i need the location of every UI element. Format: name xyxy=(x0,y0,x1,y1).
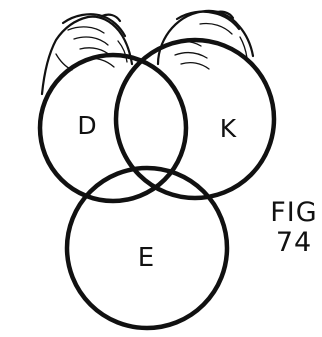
figure-number: 74 xyxy=(276,227,312,258)
set-d-label: D xyxy=(77,111,96,140)
set-k-label: K xyxy=(220,114,237,143)
set-d-circle xyxy=(40,55,186,201)
set-k-circle xyxy=(116,40,274,198)
set-e-label: E xyxy=(138,243,154,273)
figure-label: FIG xyxy=(270,197,317,228)
